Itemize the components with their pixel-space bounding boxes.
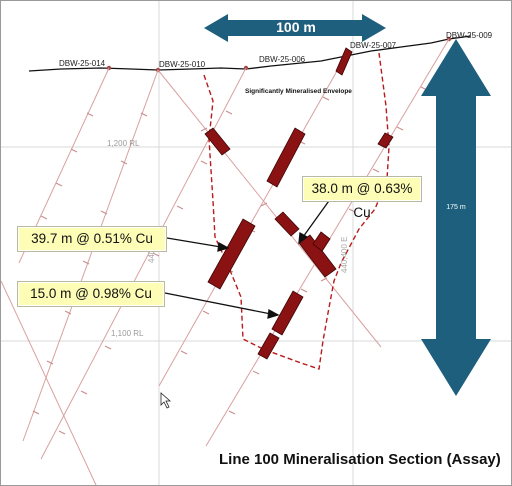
topography-line: [28, 35, 472, 72]
rl-label-1100: 1,100 RL: [111, 329, 144, 338]
intercept-callout-2: 39.7 m @ 0.51% Cu: [17, 226, 167, 252]
cursor-icon: [160, 392, 172, 409]
intercept-callout-1: 38.0 m @ 0.63% Cu: [302, 176, 422, 220]
easting-label-1: 440,400 E: [340, 236, 349, 273]
callout-pointers: [164, 197, 332, 319]
drillhole-label-009: DBW-25-009: [446, 31, 493, 40]
scale-label-horizontal: 100 m: [276, 19, 316, 35]
rl-label-1200: 1,200 RL: [107, 139, 140, 148]
drillhole-label-014: DBW-25-014: [59, 59, 106, 68]
mineralised-intervals: [204, 47, 394, 360]
section-title: Line 100 Mineralisation Section (Assay): [219, 451, 501, 468]
envelope-label: Significantly Mineralised Envelope: [245, 88, 352, 95]
intercept-callout-3: 15.0 m @ 0.98% Cu: [17, 281, 165, 307]
scale-arrow-horizontal: [204, 14, 386, 42]
scale-label-vertical: 175 m: [446, 204, 466, 211]
drillhole-label-010: DBW-25-010: [159, 60, 206, 69]
drillhole-label-007: DBW-25-007: [350, 41, 397, 50]
scale-arrow-vertical: [421, 39, 491, 396]
drillhole-label-006: DBW-25-006: [259, 55, 306, 64]
